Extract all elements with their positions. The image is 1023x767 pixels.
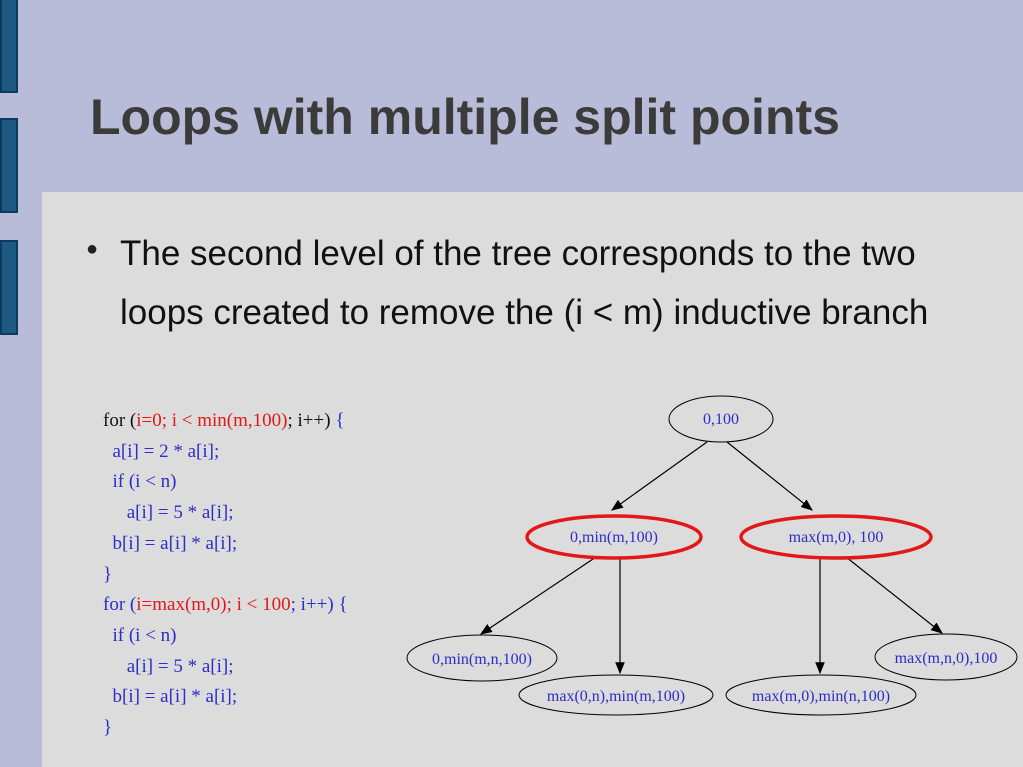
side-tab-3 <box>0 240 18 335</box>
node-right-label: max(m,0), 100 <box>789 529 884 546</box>
node-ll <box>406 634 558 682</box>
edge-root-right <box>726 441 813 511</box>
code-for-keyword-2: for ( <box>103 594 137 616</box>
code-loop-bounds-2: i=max(m,0); i < 100 <box>136 594 291 616</box>
side-tab-2 <box>0 118 18 213</box>
code-open-brace-1: { <box>335 410 345 431</box>
node-rr <box>874 633 1018 681</box>
content-panel <box>42 192 1023 767</box>
edge-right-rr <box>845 556 943 634</box>
code-line: a[i] = 2 * a[i]; <box>103 440 220 462</box>
code-line: if (i < n) <box>103 624 177 646</box>
node-right <box>739 514 933 560</box>
node-root-label: 0,100 <box>703 411 739 428</box>
node-root <box>668 395 774 443</box>
node-ll-label: 0,min(m,n,100) <box>432 651 532 668</box>
code-line: if (i < n) <box>103 471 177 493</box>
node-rr-label: max(m,n,0),100 <box>895 650 998 667</box>
code-loop-incr-2: ; i++) { <box>290 594 348 616</box>
code-line: } <box>103 563 113 585</box>
side-tab-1 <box>0 0 18 93</box>
code-line: a[i] = 5 * a[i]; <box>103 502 234 524</box>
node-rl <box>725 674 917 716</box>
bullet-text: The second level of the tree corresponds… <box>120 234 929 332</box>
bullet-marker: ● <box>86 238 99 260</box>
node-left-label: 0,min(m,100) <box>570 529 658 546</box>
code-line: a[i] = 5 * a[i]; <box>103 655 234 677</box>
node-lr-label: max(0,n),min(m,100) <box>547 688 685 705</box>
code-for-keyword-1: for ( <box>103 410 137 431</box>
slide-title: Loops with multiple split points <box>90 89 840 145</box>
edge-left-ll <box>480 556 597 635</box>
node-rl-label: max(m,0),min(n,100) <box>752 688 890 705</box>
edge-root-left <box>611 441 708 511</box>
node-left <box>525 514 703 560</box>
code-line: b[i] = a[i] * a[i]; <box>103 532 238 554</box>
code-loop-bounds-1: i=0; i < min(m,100) <box>136 410 288 431</box>
node-lr <box>518 674 714 716</box>
code-line: } <box>103 717 113 739</box>
code-loop-incr-1: ; i++) <box>287 410 336 431</box>
code-block: for (i=0; i < min(m,100); i++) { a[i] = … <box>103 406 348 744</box>
code-line: b[i] = a[i] * a[i]; <box>103 686 238 708</box>
